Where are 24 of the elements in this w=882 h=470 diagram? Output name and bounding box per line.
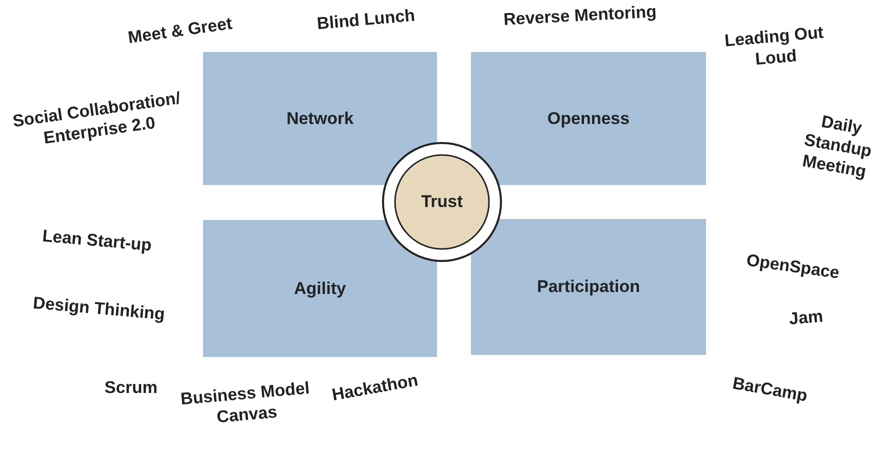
node-label: Openness (547, 108, 630, 128)
center-circle (394, 154, 490, 250)
method-label: Design Thinking (31, 292, 167, 326)
method-label: Reverse Mentoring (502, 0, 658, 30)
method-label: Business Model Canvas (178, 377, 312, 429)
node-label: Trust (421, 192, 463, 212)
method-label: Lean Start-up (40, 224, 154, 256)
method-label: Social Collaboration/ Enterprise 2.0 (10, 87, 183, 150)
method-label: OpenSpace (744, 249, 842, 284)
node-label: Network (286, 108, 354, 128)
quadrant-box (203, 220, 437, 357)
method-label: BarCamp (730, 372, 810, 407)
method-label: Hackathon (330, 369, 420, 406)
method-label: Scrum (104, 376, 158, 398)
quadrant-box (471, 219, 706, 355)
node-label: Participation (537, 277, 640, 297)
quadrant-box (471, 52, 706, 185)
method-label: Daily Standup Meeting (800, 110, 874, 183)
node-label: Agility (294, 278, 346, 298)
method-label: Meet & Greet (126, 12, 234, 49)
method-label: Jam (787, 305, 825, 330)
quadrant-box (203, 52, 437, 185)
method-label: Leading Out Loud (723, 22, 826, 71)
method-label: Blind Lunch (315, 4, 417, 35)
